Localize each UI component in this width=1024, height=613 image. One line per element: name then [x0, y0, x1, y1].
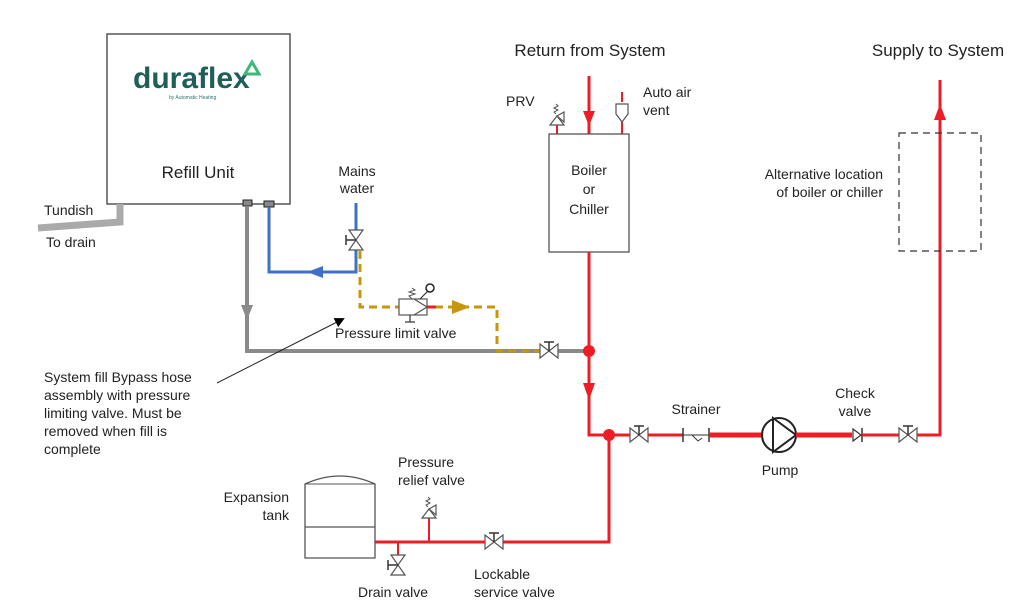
refill-unit-label: Refill Unit	[162, 163, 235, 182]
logo-tagline: by Automatic Heating	[169, 95, 216, 101]
refill-unit: duraflex by Automatic Heating Refill Uni…	[106, 33, 291, 208]
boiler-section: Return from System PRV Auto air vent Boi…	[506, 41, 692, 437]
boiler-label-3: Chiller	[569, 201, 609, 217]
boiler-flow-arrow-icon	[583, 383, 595, 400]
check-valve-label-2: valve	[839, 403, 872, 419]
boiler-label-2: or	[583, 181, 596, 197]
drain-valve-icon	[387, 554, 407, 576]
alt-location-label-2: of boiler or chiller	[776, 184, 883, 200]
auto-air-vent-label-2: vent	[643, 102, 670, 118]
note-line-4: removed when fill is	[44, 423, 167, 439]
pump-icon	[761, 416, 798, 454]
pump-inlet-valve-icon	[629, 425, 649, 444]
fill-flow-arrow-icon	[241, 305, 253, 320]
note-line-1: System fill Bypass hose	[44, 369, 192, 385]
pressure-limit-valve-icon	[398, 283, 435, 323]
lockable-service-valve-icon	[484, 532, 504, 551]
expansion-tank-label-1: Expansion	[224, 489, 289, 505]
supply-flow-arrow-icon	[934, 104, 946, 120]
mains-water-label-2: water	[339, 180, 375, 196]
drain-valve-label: Drain valve	[358, 584, 428, 600]
mains-to-unit-line	[267, 207, 358, 274]
bypass-hose-in	[358, 251, 399, 309]
boiler-box	[548, 133, 630, 253]
refill-unit-box	[106, 33, 291, 205]
boiler-label-1: Boiler	[571, 162, 607, 178]
prv-icon	[548, 103, 566, 126]
expansion-pipe-right	[502, 435, 611, 544]
lockable-valve-label-2: service valve	[474, 584, 555, 600]
check-valve-icon	[852, 427, 863, 443]
strainer-icon	[682, 428, 710, 442]
pressure-relief-valve-icon	[420, 496, 438, 519]
boiler-outlet-pipe	[587, 252, 636, 437]
bypass-note: System fill Bypass hose assembly with pr…	[44, 318, 345, 457]
note-line-2: assembly with pressure	[44, 387, 190, 403]
prv-label: PRV	[506, 93, 535, 109]
inlet-port-mains	[263, 200, 275, 208]
pump-line: Strainer Pump Check valve Supply to Syst…	[603, 41, 1004, 478]
pump-label: Pump	[762, 462, 799, 478]
logo-triangle-icon	[242, 59, 262, 76]
mains-isolation-valve-icon	[345, 229, 365, 251]
strainer-label: Strainer	[671, 401, 720, 417]
auto-air-vent-label-1: Auto air	[643, 84, 692, 100]
pressure-relief-label-2: relief valve	[398, 472, 465, 488]
expansion-tank-label-2: tank	[263, 507, 290, 523]
mains-water-pipe: Mains water	[267, 163, 376, 278]
tundish-drain: Tundish To drain	[37, 202, 124, 250]
outlet-port-fill	[242, 199, 253, 207]
auto-air-vent-icon	[615, 103, 629, 123]
tundish-pipe	[37, 204, 124, 232]
tundish-label: Tundish	[44, 202, 93, 218]
expansion-tank-icon	[304, 475, 376, 559]
check-valve-label-1: Check	[835, 385, 876, 401]
logo-text: duraflex	[133, 62, 250, 95]
note-line-5: complete	[44, 441, 101, 457]
mains-water-label-1: Mains	[338, 163, 375, 179]
bypass-isolation-valve-icon	[539, 341, 559, 360]
expansion-section: Lockable service valve Pressure relief v…	[224, 435, 611, 600]
mains-flow-arrow-icon	[307, 266, 323, 278]
alt-location-label-1: Alternative location	[765, 166, 883, 182]
fill-pipe-line	[245, 206, 540, 353]
return-flow-arrow-icon	[583, 111, 595, 126]
pressure-limit-valve-label: Pressure limit valve	[335, 325, 457, 341]
alternative-location-box	[898, 132, 982, 252]
pump-outlet-valve-icon	[898, 425, 918, 444]
supply-pipe	[917, 80, 942, 437]
note-line-3: limiting valve. Must be	[44, 405, 182, 421]
pressure-relief-label-1: Pressure	[398, 454, 454, 470]
bypass-hose: Pressure limit valve	[335, 251, 559, 360]
to-drain-label: To drain	[46, 234, 96, 250]
lockable-valve-label-1: Lockable	[474, 566, 530, 582]
junction-fill	[583, 345, 595, 357]
supply-to-system-label: Supply to System	[872, 41, 1004, 60]
note-pointer-arrow	[216, 318, 345, 384]
bypass-flow-arrow-icon	[452, 300, 470, 314]
return-from-system-label: Return from System	[514, 41, 665, 60]
